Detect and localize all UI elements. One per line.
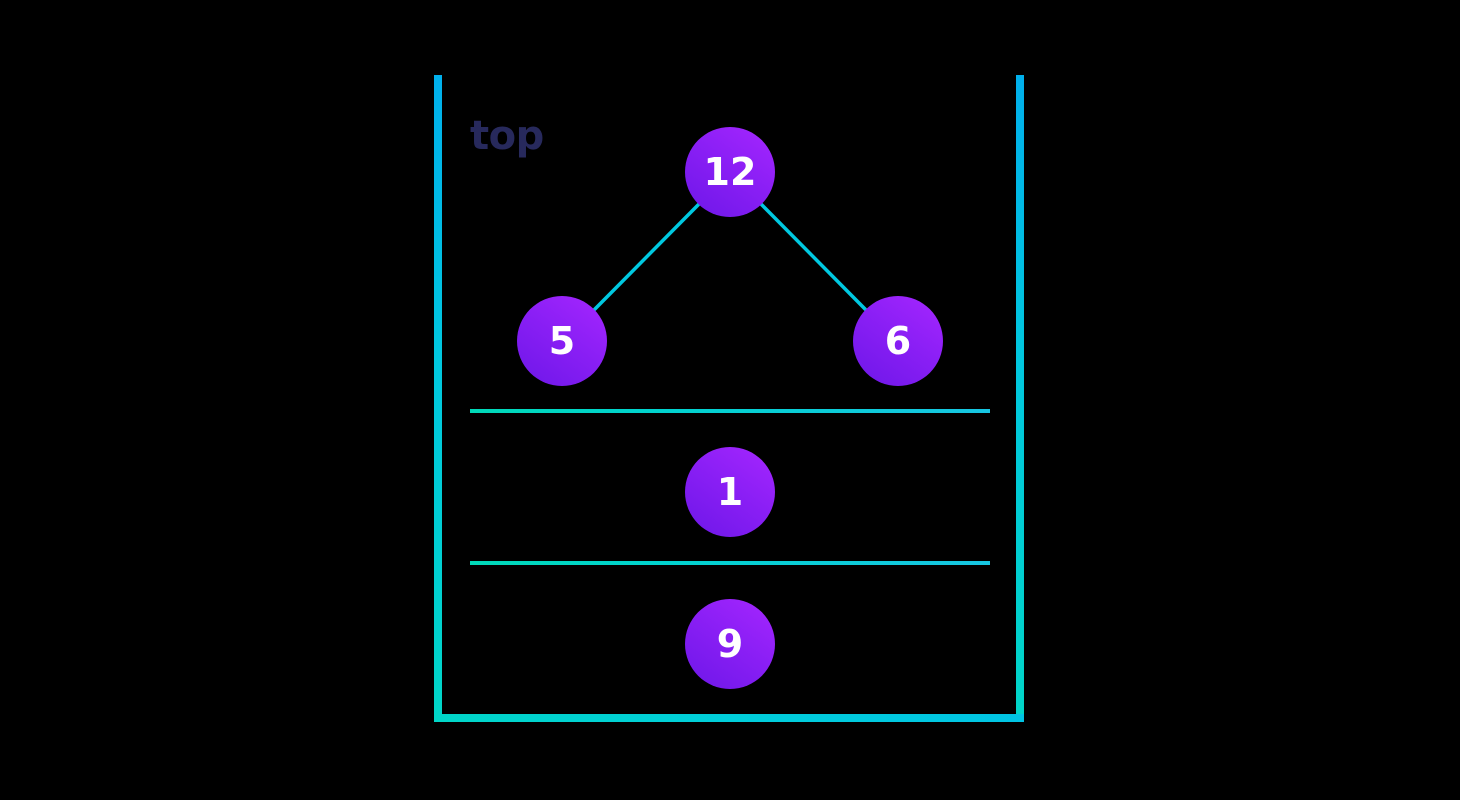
tree-node-left-child[interactable]: 5 (517, 296, 607, 386)
stack-slot-node-middle[interactable]: 1 (685, 447, 775, 537)
tree-node-root[interactable]: 12 (685, 127, 775, 217)
tree-node-right-child[interactable]: 6 (853, 296, 943, 386)
stack-wall-right (1016, 75, 1024, 722)
stack-slot-node-bottom[interactable]: 9 (685, 599, 775, 689)
stack-container (434, 75, 1024, 722)
stack-floor (434, 714, 1024, 722)
stack-wall-left (434, 75, 442, 722)
stack-slot-divider-2 (470, 561, 990, 565)
top-label: top (470, 113, 544, 159)
stack-slot-divider-1 (470, 409, 990, 413)
